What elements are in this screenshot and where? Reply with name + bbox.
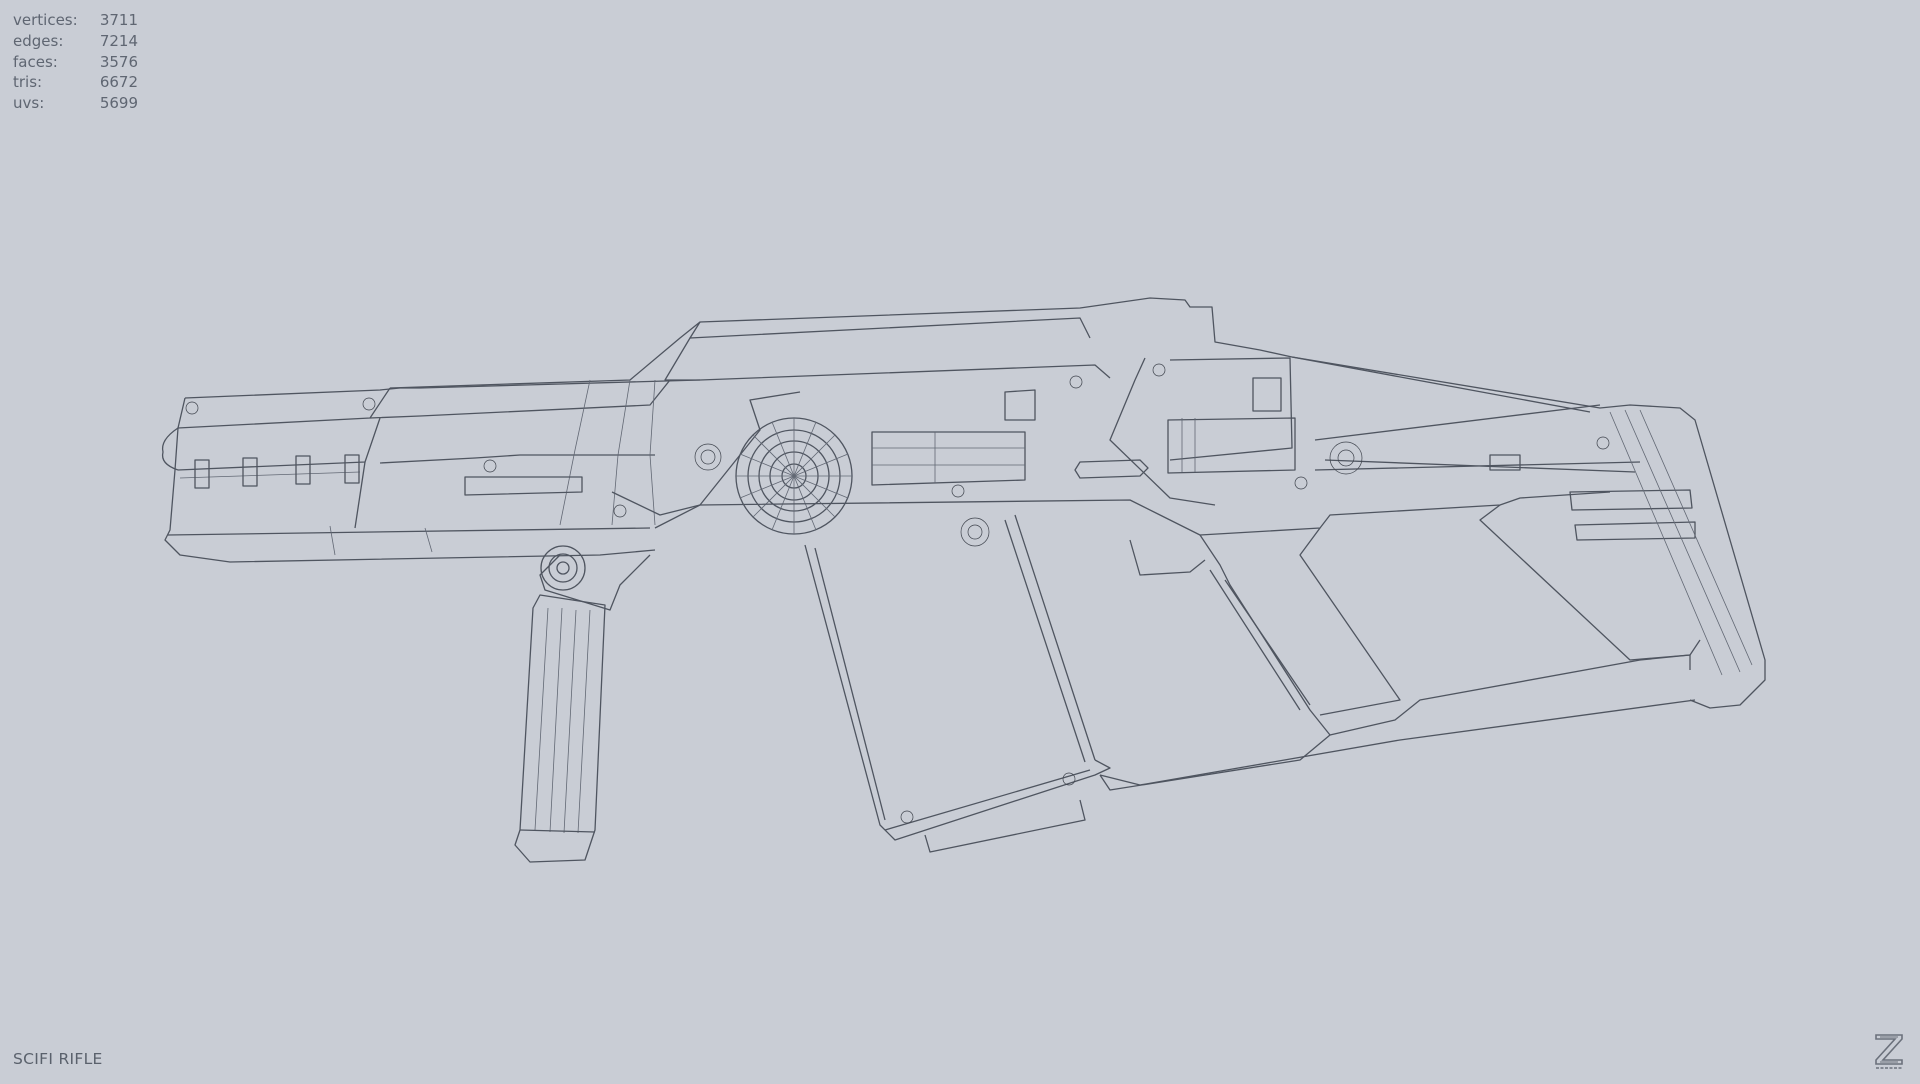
stat-value: 3711 bbox=[99, 11, 138, 29]
z-logo-icon bbox=[1872, 1032, 1906, 1072]
stat-uvs: uvs: 5699 bbox=[13, 93, 138, 114]
stat-vertices: vertices: 3711 bbox=[13, 10, 138, 31]
stat-value: 3576 bbox=[99, 52, 138, 71]
stat-label: uvs: bbox=[13, 94, 45, 113]
stat-value: 6672 bbox=[99, 73, 138, 92]
stat-value: 5699 bbox=[99, 94, 138, 113]
model-title: SCIFI RIFLE bbox=[13, 1050, 103, 1068]
stat-label: faces: bbox=[13, 52, 58, 71]
stat-tris: tris: 6672 bbox=[13, 72, 138, 93]
stat-label: edges: bbox=[13, 31, 64, 50]
stat-label: tris: bbox=[13, 73, 43, 92]
stat-faces: faces: 3576 bbox=[13, 52, 138, 73]
stat-edges: edges: 7214 bbox=[13, 31, 138, 52]
stat-label: vertices: bbox=[13, 11, 78, 29]
bolt-screws bbox=[185, 363, 1610, 824]
mesh-stats-overlay: vertices: 3711 edges: 7214 faces: 3576 t… bbox=[13, 10, 138, 114]
stat-value: 7214 bbox=[99, 31, 138, 50]
